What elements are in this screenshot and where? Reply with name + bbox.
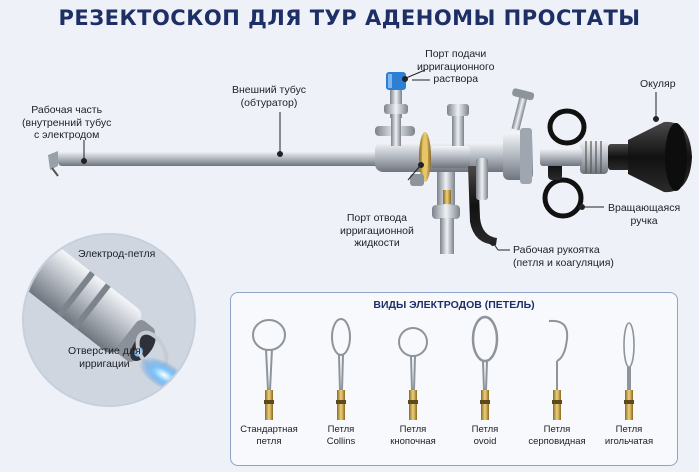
electrode-label-collins-line-2: Collins xyxy=(326,436,356,447)
label-irrigation-outlet-line-3: жидкости xyxy=(354,237,400,249)
electrode-label-ovoid-line-2: ovoid xyxy=(473,436,497,447)
electrode-tip-drawing xyxy=(24,235,194,405)
electrode-label-ovoid: Петля ovoid xyxy=(449,424,521,448)
label-working-handle-line-1: Рабочая рукоятка xyxy=(513,244,600,256)
electrode-label-standard-line-2: петля xyxy=(256,436,282,447)
electrode-ovoid-loop xyxy=(471,315,499,420)
electrode-label-button-line-2: кнопочная xyxy=(390,436,436,447)
label-irrigation-outlet: Порт отвода ирригационной жидкости xyxy=(340,212,414,250)
electrode-label-collins-line-1: Петля xyxy=(327,424,355,435)
label-irrigation-inlet-line-1: Порт подачи xyxy=(425,48,487,60)
label-outer-tube-line-2: (обтуратор) xyxy=(240,96,298,109)
electrode-needle-loop xyxy=(623,322,635,420)
irrigation-inlet-port xyxy=(375,72,415,146)
label-loop-electrode: Электрод-петля xyxy=(78,248,156,260)
label-working-part-line-1: Рабочая часть xyxy=(31,104,103,116)
electrode-sickle-loop xyxy=(548,319,569,420)
label-rotating-handle-line-1: Вращающаяся xyxy=(608,202,681,214)
irrigation-outlet-port xyxy=(410,172,460,254)
label-irrigation-hole: Отверстие для ирригации xyxy=(68,345,141,370)
electrode-label-sickle-line-2: серповидная xyxy=(528,436,586,447)
electrode-label-needle: Петля игольчатая xyxy=(593,424,665,448)
electrode-label-needle-line-1: Петля xyxy=(615,424,643,435)
electrode-label-standard: Стандартная петля xyxy=(233,424,305,448)
electrode-label-standard-line-1: Стандартная xyxy=(240,424,298,435)
electrode-button-loop xyxy=(398,327,428,420)
label-rotating-handle: Вращающаяся ручка xyxy=(608,202,680,227)
electrode-types-drawing xyxy=(252,315,635,420)
eyepiece xyxy=(608,121,692,193)
label-working-handle: Рабочая рукоятка (петля и коагуляция) xyxy=(513,244,614,269)
label-rotating-handle-line-2: ручка xyxy=(630,214,658,227)
label-eyepiece: Окуляр xyxy=(640,78,676,90)
electrode-label-ovoid-line-1: Петля xyxy=(471,424,499,435)
stopcock-lever xyxy=(511,88,535,131)
rotating-handle xyxy=(540,140,608,174)
label-working-part: Рабочая часть (внутренний тубус с электр… xyxy=(22,104,111,142)
electrode-label-sickle: Петля серповидная xyxy=(521,424,593,448)
label-working-handle-line-2: (петля и коагуляция) xyxy=(513,256,614,269)
label-irrigation-hole-line-2: ирригации xyxy=(79,357,130,370)
label-irrigation-outlet-line-2: ирригационной xyxy=(340,224,414,237)
label-irrigation-inlet: Порт подачи ирригационного раствора xyxy=(417,48,494,86)
outer-tube xyxy=(48,151,388,177)
electrode-label-needle-line-2: игольчатая xyxy=(604,436,654,447)
electrode-label-button-line-1: Петля xyxy=(399,424,427,435)
top-valve xyxy=(447,104,469,146)
electrode-types-title: ВИДЫ ЭЛЕКТРОДОВ (ПЕТЕЛЬ) xyxy=(373,299,535,311)
label-working-part-line-3: с электродом xyxy=(33,129,100,141)
label-irrigation-hole-line-1: Отверстие для xyxy=(68,345,141,357)
label-outer-tube: Внешний тубус (обтуратор) xyxy=(232,84,306,109)
label-irrigation-inlet-line-2: ирригационного xyxy=(417,60,495,73)
electrode-label-collins: Петля Collins xyxy=(305,424,377,448)
label-irrigation-inlet-line-3: раствора xyxy=(433,73,479,85)
electrode-types-panel: ВИДЫ ЭЛЕКТРОДОВ (ПЕТЕЛЬ) xyxy=(230,292,678,466)
electrode-standard-loop xyxy=(252,319,286,420)
label-irrigation-outlet-line-1: Порт отвода xyxy=(346,212,408,224)
page-title: РЕЗЕКТОСКОП ДЛЯ ТУР АДЕНОМЫ ПРОСТАТЫ xyxy=(58,6,641,30)
electrode-tip-closeup xyxy=(22,233,196,407)
label-working-part-line-2: (внутренний тубус xyxy=(22,116,112,129)
electrode-label-button: Петля кнопочная xyxy=(377,424,449,448)
label-outer-tube-line-1: Внешний тубус xyxy=(232,84,306,96)
electrode-label-sickle-line-1: Петля xyxy=(543,424,571,435)
electrode-collins-loop xyxy=(331,318,351,420)
working-handle xyxy=(468,158,497,245)
